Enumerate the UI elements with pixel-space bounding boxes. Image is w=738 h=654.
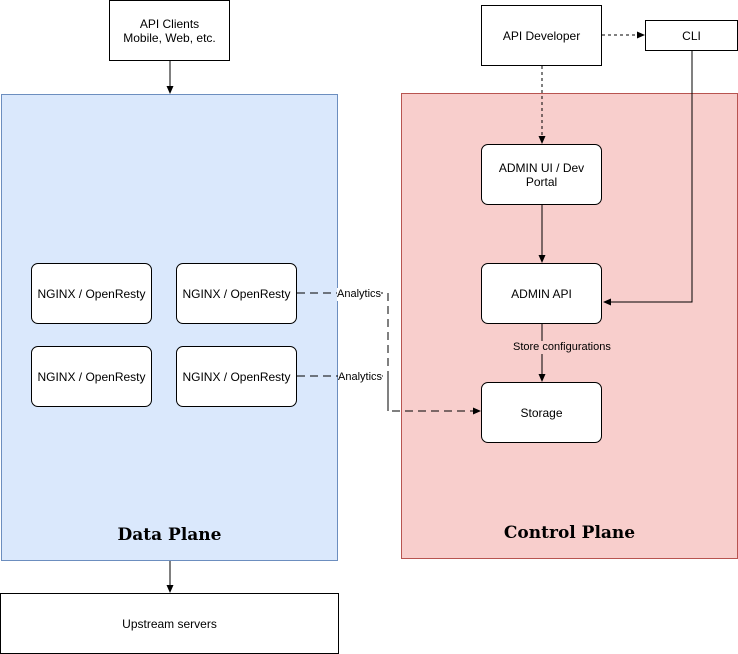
storage-node[interactable]: Storage <box>481 382 602 443</box>
cli-node[interactable]: CLI <box>645 20 738 51</box>
admin-api-node[interactable]: ADMIN API <box>481 263 602 324</box>
api-clients-node[interactable]: API Clients Mobile, Web, etc. <box>109 0 230 61</box>
store-configurations-label: Store configurations <box>513 341 611 354</box>
analytics-label-1: Analytics <box>337 288 382 301</box>
nginx-node-4[interactable]: NGINX / OpenResty <box>176 346 297 407</box>
admin-ui-node[interactable]: ADMIN UI / Dev Portal <box>481 144 602 205</box>
data-plane-container <box>1 94 338 561</box>
api-developer-node[interactable]: API Developer <box>481 5 602 66</box>
nginx-node-1[interactable]: NGINX / OpenResty <box>31 263 152 324</box>
nginx-node-2[interactable]: NGINX / OpenResty <box>176 263 297 324</box>
nginx-node-3[interactable]: NGINX / OpenResty <box>31 346 152 407</box>
control-plane-title: Control Plane <box>503 523 636 543</box>
data-plane-title: Data Plane <box>117 525 222 545</box>
analytics-label-2: Analytics <box>338 371 383 384</box>
upstream-servers-node[interactable]: Upstream servers <box>0 593 339 654</box>
